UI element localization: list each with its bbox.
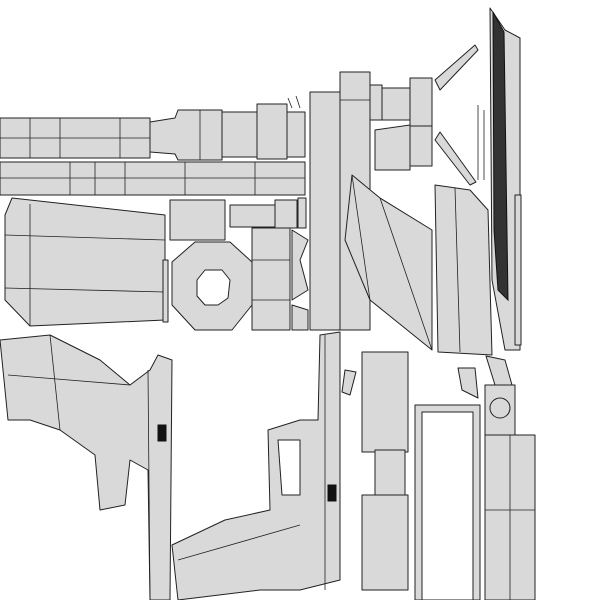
uv-island-grip-right xyxy=(171,331,341,600)
uv-island-blocks-center xyxy=(169,197,309,331)
uv-island-barrel-top xyxy=(0,95,306,161)
uv-island-grip-left xyxy=(0,334,173,600)
uv-island-ring xyxy=(171,241,253,331)
uv-island-slide-dark xyxy=(489,7,522,351)
uv-island-barrel-second xyxy=(0,161,306,196)
uv-island-polygon-mid xyxy=(344,174,433,351)
uv-island-bottom-right xyxy=(341,351,536,600)
uv-island-upper-right xyxy=(369,44,485,186)
uv-island-panel-right xyxy=(434,184,516,436)
uv-island-panel-left xyxy=(4,197,169,327)
